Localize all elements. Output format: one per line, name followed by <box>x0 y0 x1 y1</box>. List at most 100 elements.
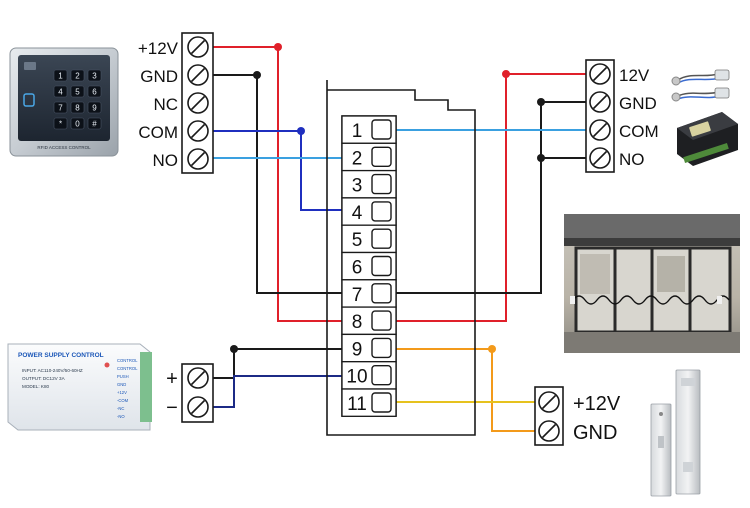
wire-psu-minus-to-t10 <box>213 375 342 408</box>
keypad-key <box>53 69 68 82</box>
reader-terminal-screw <box>187 36 209 58</box>
main-terminal-number: 9 <box>352 339 363 360</box>
wire-sensor-12v-to-t8 <box>396 73 586 322</box>
keypad-key-label: 8 <box>75 104 80 113</box>
keypad-key <box>87 117 102 130</box>
sensor-module-image <box>677 112 738 166</box>
main-terminal-number: 6 <box>352 258 363 279</box>
psu-side-label: -COM <box>117 398 129 403</box>
keypad-key-label: 0 <box>75 120 80 129</box>
main-terminal-screw <box>371 201 392 222</box>
main-terminal-screw <box>371 283 392 304</box>
main-terminal-number: 3 <box>352 176 363 197</box>
reader-terminal-label: COM <box>138 123 178 142</box>
keypad-key-label: * <box>59 120 62 129</box>
main-terminal-screw <box>371 310 392 331</box>
keypad-key-label: 6 <box>92 88 97 97</box>
main-terminal-screw <box>371 146 392 168</box>
magnetic-lock-image <box>650 369 701 497</box>
psu-side-label: CONTROL <box>117 358 138 363</box>
dc-input-terminal-block: +− <box>166 363 214 423</box>
keypad-key-label: # <box>92 120 97 129</box>
psu-side-label: PUSH <box>117 374 129 379</box>
keypad-key <box>53 101 68 114</box>
keypad-brand-label: RFID ACCESS CONTROL <box>37 145 91 150</box>
main-terminal-number: 2 <box>352 148 363 169</box>
keypad-key-label: 1 <box>58 72 63 81</box>
junction-dot <box>297 127 305 135</box>
keypad-key <box>53 117 68 130</box>
sliding-door-image <box>564 214 740 353</box>
keypad-key <box>87 69 102 82</box>
reader-terminal-label: GND <box>140 67 178 86</box>
keypad-key-label: 3 <box>92 72 97 81</box>
psu-side-label: GND <box>117 382 126 387</box>
keypad-key <box>70 85 85 98</box>
main-terminal-screw <box>371 337 392 359</box>
main-terminal-number: 11 <box>347 394 367 415</box>
junction-dots <box>230 43 545 353</box>
sensor-terminal-label: GND <box>619 94 657 113</box>
psu-spec-line: OUTPUT: DC12V 3A <box>22 376 66 381</box>
keypad-key <box>87 101 102 114</box>
sensor-terminal-screw <box>589 147 611 169</box>
junction-dot <box>230 345 238 353</box>
wire-psu-plus-to-t9 <box>213 348 342 379</box>
lock-terminal-label: GND <box>573 422 617 444</box>
main-terminal-screw <box>371 365 392 386</box>
sensor-terminal-label: 12V <box>619 66 650 85</box>
main-terminal-screw <box>371 119 392 140</box>
junction-dot <box>537 98 545 106</box>
reader-terminal-label: NC <box>153 95 178 114</box>
sensor-terminal-screw <box>589 119 611 141</box>
keypad-key-label: 7 <box>58 104 63 113</box>
psu-side-label: CONTROL <box>117 366 138 371</box>
sensor-terminal-screw <box>589 63 611 85</box>
sensor-terminal-label: NO <box>619 150 645 169</box>
keypad-key <box>70 101 85 114</box>
junction-dot <box>488 345 496 353</box>
junction-dot <box>253 71 261 79</box>
dc-input-label: − <box>166 397 178 419</box>
keypad-key-label: 9 <box>92 104 97 113</box>
dc-input-label: + <box>166 368 178 390</box>
reader-terminal-screw <box>187 120 209 142</box>
keypad-key <box>87 85 102 98</box>
psu-spec-line: MODEL: K80 <box>22 384 50 389</box>
main-terminal-number: 8 <box>352 312 363 333</box>
wire-t9-to-lock-gnd <box>396 348 535 432</box>
keypad-key-label: 5 <box>75 88 80 97</box>
keypad-key <box>53 85 68 98</box>
lock-terminal-label: +12V <box>573 393 621 415</box>
psu-side-label: -NO <box>117 414 125 419</box>
junction-dot <box>537 154 545 162</box>
psu-side-label: +12V <box>117 390 127 395</box>
junction-dot <box>274 43 282 51</box>
sensor-terminal-block: 12V GND COM NO <box>585 59 659 173</box>
lock-terminal-block: +12V GND <box>534 386 621 446</box>
reader-terminal-screw <box>187 92 209 114</box>
main-terminal-screw <box>371 173 392 195</box>
reader-terminal-screw <box>187 64 209 86</box>
power-supply-image: POWER SUPPLY CONTROL INPUT: AC110-240V/5… <box>7 343 152 431</box>
keypad-key-label: 4 <box>58 88 63 97</box>
junction-dot <box>502 70 510 78</box>
main-terminal-screw <box>371 392 392 413</box>
main-terminal-number: 1 <box>352 121 363 142</box>
wire-reader-com-to-t4 <box>213 130 342 211</box>
dc-input-screw <box>187 396 209 418</box>
lock-terminal-screw <box>538 391 560 413</box>
controller-board-outline <box>326 80 476 436</box>
sensor-terminal-label: COM <box>619 122 659 141</box>
wire-sensor-gnd-to-t7 <box>396 101 586 294</box>
lock-terminal-screw <box>538 420 560 442</box>
main-terminal-number: 10 <box>346 367 367 388</box>
keypad-key <box>70 69 85 82</box>
main-terminal-number: 5 <box>352 230 363 251</box>
sensor-terminal-screw <box>589 91 611 113</box>
wire-reader-12v-to-t8 <box>213 46 342 322</box>
